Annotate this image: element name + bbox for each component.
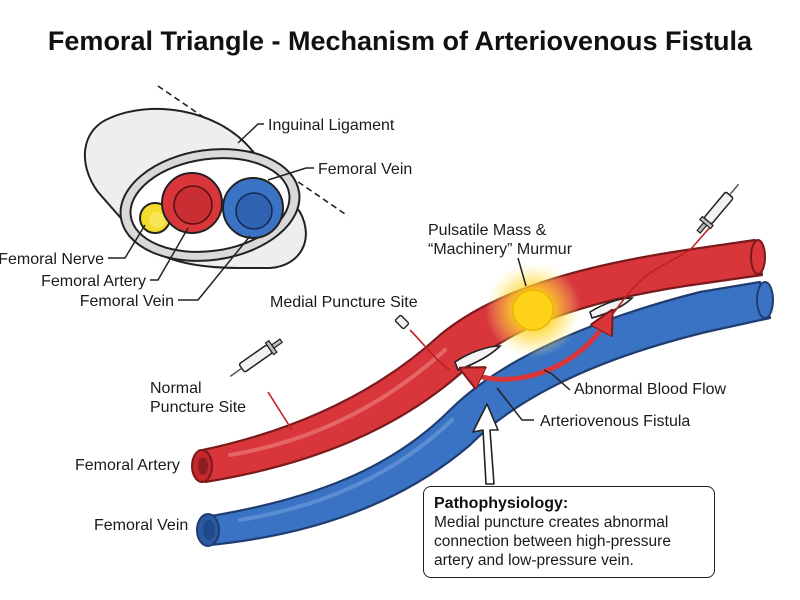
leader-femoral-artery-inset bbox=[150, 227, 189, 281]
vein-highlight bbox=[238, 418, 454, 522]
label-femoral-artery-main: Femoral Artery bbox=[75, 457, 180, 474]
label-inguinal-ligament: Inguinal Ligament bbox=[268, 117, 395, 134]
abnormal-flow-arrow bbox=[468, 318, 608, 379]
inset-leaders bbox=[108, 123, 314, 301]
pathophysiology-line1: Medial puncture creates abnormal bbox=[434, 514, 669, 531]
leader-pulsatile-mass bbox=[517, 257, 527, 287]
label-abnormal-blood-flow: Abnormal Blood Flow bbox=[574, 381, 727, 398]
artery-highlight bbox=[228, 348, 447, 457]
femoral-artery-opening-inner bbox=[198, 457, 208, 475]
needle-tip-icon bbox=[394, 314, 410, 330]
medial-needle-track bbox=[409, 329, 451, 371]
leader-femoral-nerve bbox=[108, 224, 146, 259]
cross-section-inset bbox=[83, 85, 349, 269]
main-leaders bbox=[496, 257, 571, 421]
label-pulsatile-mass-line2: “Machinery” Murmur bbox=[428, 241, 573, 258]
label-femoral-vein-main: Femoral Vein bbox=[94, 517, 188, 534]
page-title: Femoral Triangle - Mechanism of Arteriov… bbox=[48, 26, 753, 56]
normal-needle-track bbox=[267, 391, 293, 431]
leader-av-fistula bbox=[496, 387, 534, 421]
femoral-artery-end bbox=[750, 239, 766, 275]
needle-tracks bbox=[267, 224, 713, 431]
label-femoral-vein-inset: Femoral Vein bbox=[80, 293, 174, 310]
flow-arrow-icon bbox=[468, 318, 608, 379]
label-femoral-artery-inset: Femoral Artery bbox=[41, 273, 146, 290]
label-medial-puncture-site: Medial Puncture Site bbox=[270, 294, 418, 311]
leader-inguinal-ligament bbox=[237, 123, 264, 144]
label-pulsatile-mass-line1: Pulsatile Mass & bbox=[428, 222, 547, 239]
leader-femoral-vein-inset bbox=[178, 235, 251, 301]
glow-icon bbox=[485, 262, 581, 358]
leader-abnormal-flow bbox=[543, 369, 571, 391]
upper-needle-track bbox=[611, 224, 713, 316]
pathophysiology-pointer bbox=[472, 403, 499, 485]
syringe-icon bbox=[229, 338, 284, 377]
femoral-nerve-core bbox=[149, 212, 165, 228]
pathophysiology-box: Pathophysiology: Medial puncture creates… bbox=[423, 486, 715, 578]
syringe-icon bbox=[696, 183, 740, 234]
pathophysiology-line3: artery and low-pressure vein. bbox=[434, 552, 634, 569]
leader-femoral-vein-top bbox=[267, 167, 314, 181]
pathophysiology-line2: connection between high-pressure bbox=[434, 533, 671, 550]
pathophysiology-heading: Pathophysiology: bbox=[434, 495, 569, 512]
label-normal-puncture-line1: Normal bbox=[150, 380, 202, 397]
label-arteriovenous-fistula: Arteriovenous Fistula bbox=[540, 413, 690, 430]
label-femoral-vein-top: Femoral Vein bbox=[318, 161, 412, 178]
femoral-vein-end bbox=[756, 281, 774, 319]
label-femoral-nerve: Femoral Nerve bbox=[0, 251, 104, 268]
label-normal-puncture-line2: Puncture Site bbox=[150, 399, 246, 416]
femoral-vein-lumen bbox=[235, 192, 273, 230]
femoral-vein-opening-inner bbox=[203, 520, 215, 540]
femoral-artery-lumen bbox=[173, 185, 213, 225]
